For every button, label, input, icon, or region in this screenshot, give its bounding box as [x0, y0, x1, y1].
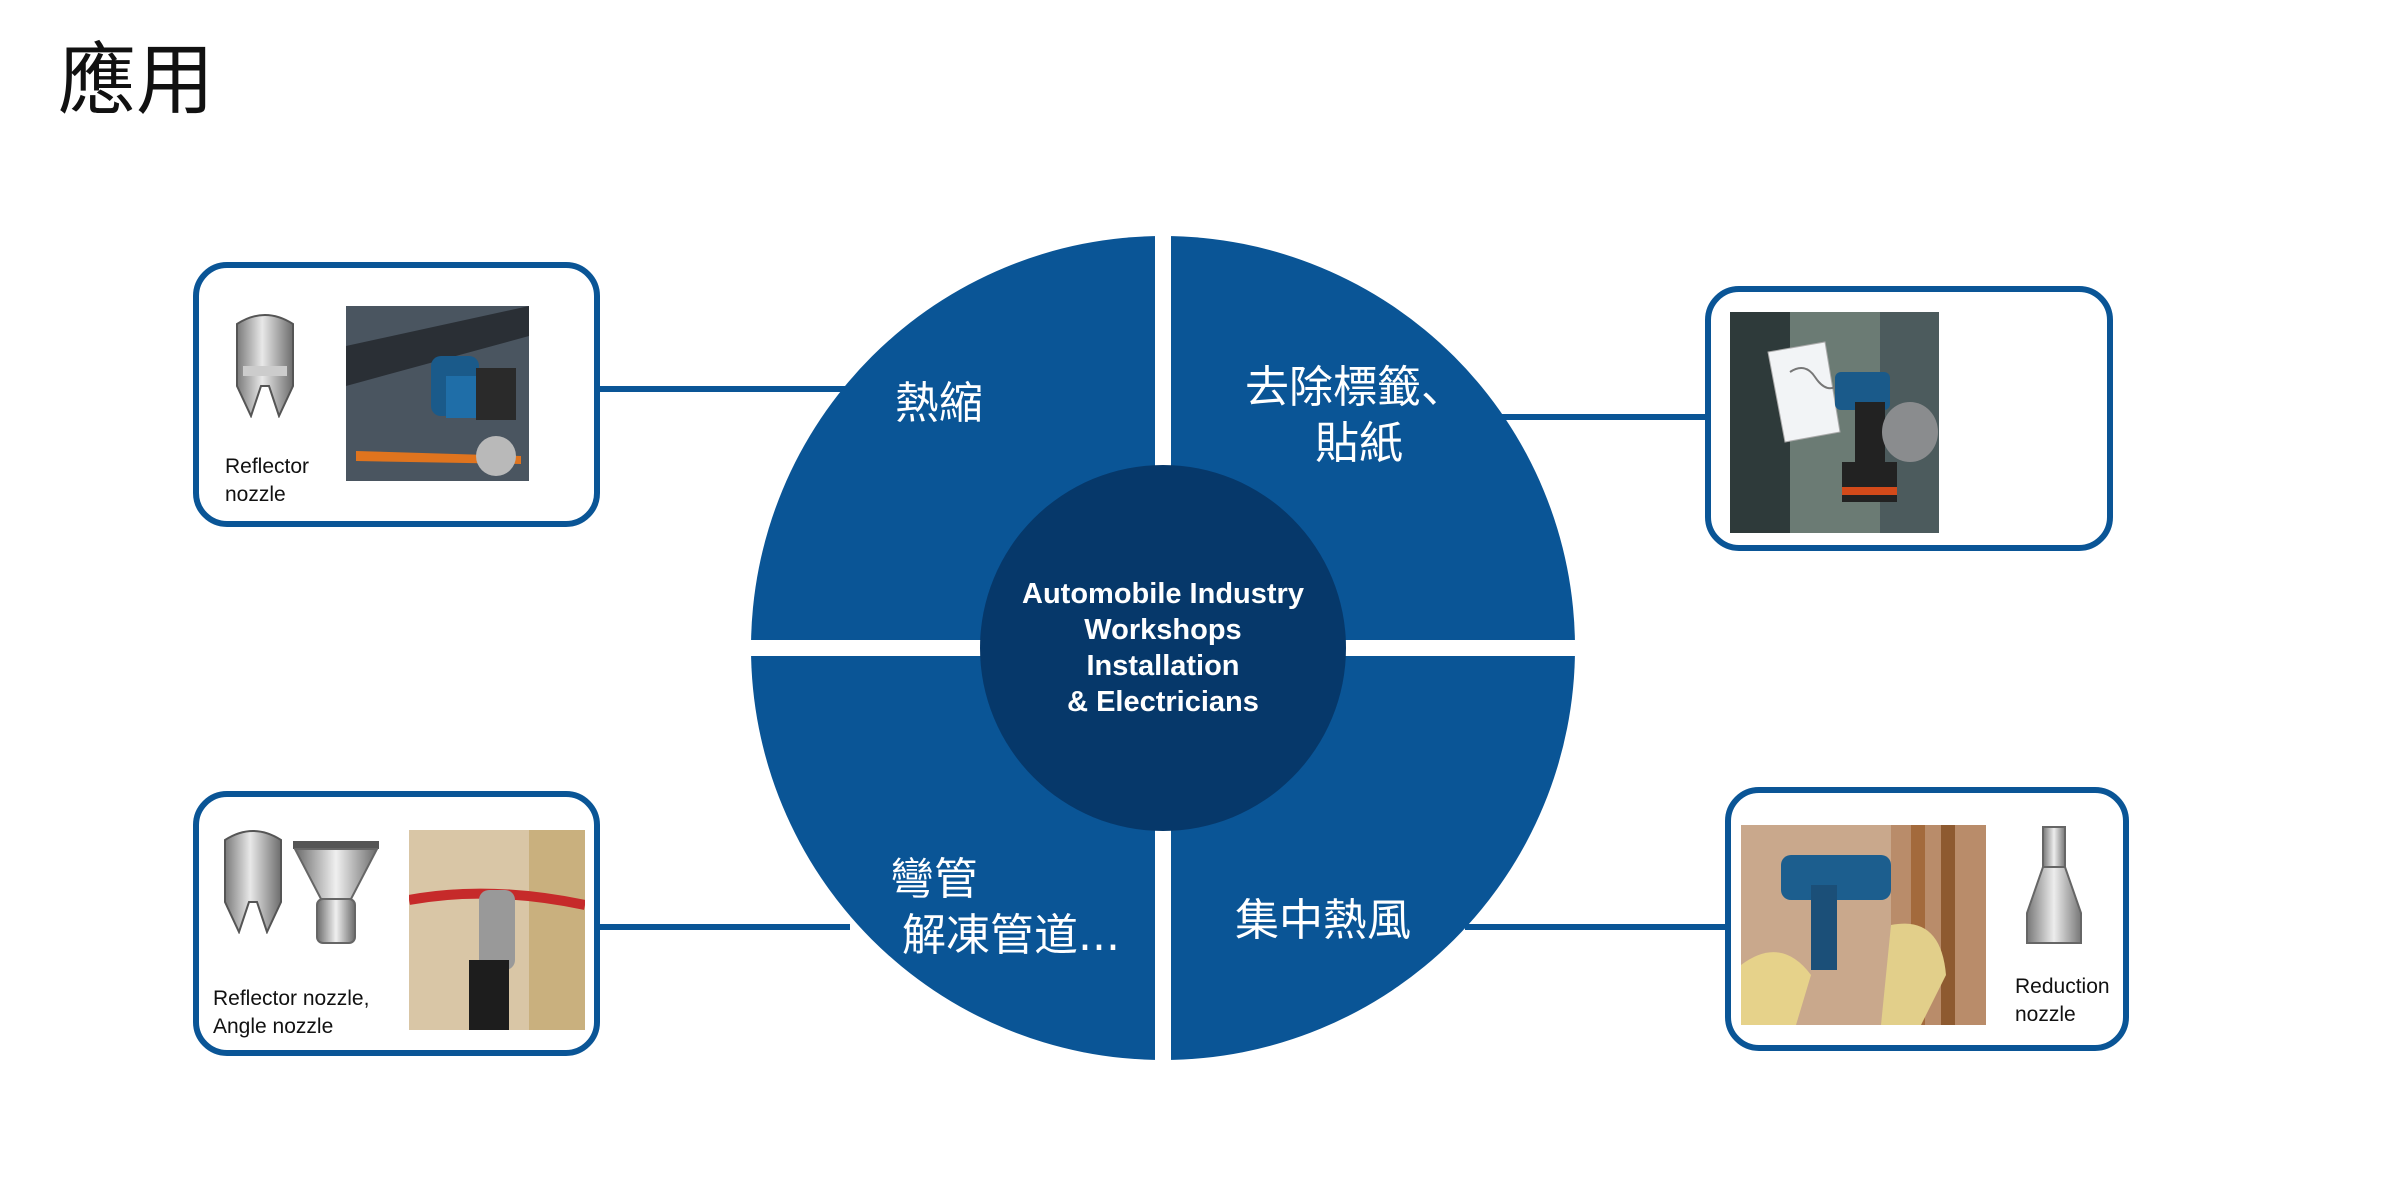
pipe-bending-photo [409, 830, 585, 1030]
card-caption: Reduction nozzle [2015, 975, 2110, 1026]
hub [980, 465, 1346, 831]
page-title: 應用 [58, 36, 215, 126]
card-caption: Reflector nozzle [225, 455, 310, 506]
heat-gun-pipe-photo [1741, 825, 1986, 1025]
card-top-left: Reflector nozzle [193, 262, 600, 527]
card-top-right [1705, 286, 2113, 551]
card-bottom-left: Reflector nozzle, Angle nozzle [193, 791, 600, 1056]
hub-line: Automobile Industry [1022, 578, 1304, 610]
segment-label-top-right: 去除標籤、 貼紙 [1245, 362, 1465, 469]
segment-label-bottom-left: 彎管 解凍管道... [890, 854, 1120, 961]
label-removal-photo [1730, 312, 1939, 533]
hub-line: & Electricians [1067, 686, 1259, 718]
segment-label-bottom-right: 集中熱風 [1235, 895, 1411, 946]
hub-line: Installation [1086, 650, 1240, 682]
hub-label: Automobile Industry Workshops Installati… [978, 576, 1348, 720]
card-caption: Reflector nozzle, Angle nozzle [213, 987, 370, 1038]
reflector-nozzle-image [217, 822, 289, 934]
heat-shrink-photo [346, 306, 529, 481]
reflector-nozzle-image [229, 306, 301, 418]
angle-nozzle-image [289, 837, 384, 947]
segment-label-top-left: 熱縮 [895, 378, 983, 429]
hub-line: Workshops [1084, 614, 1242, 646]
reduction-nozzle-image [2019, 823, 2089, 953]
card-bottom-right: Reduction nozzle [1725, 787, 2129, 1051]
